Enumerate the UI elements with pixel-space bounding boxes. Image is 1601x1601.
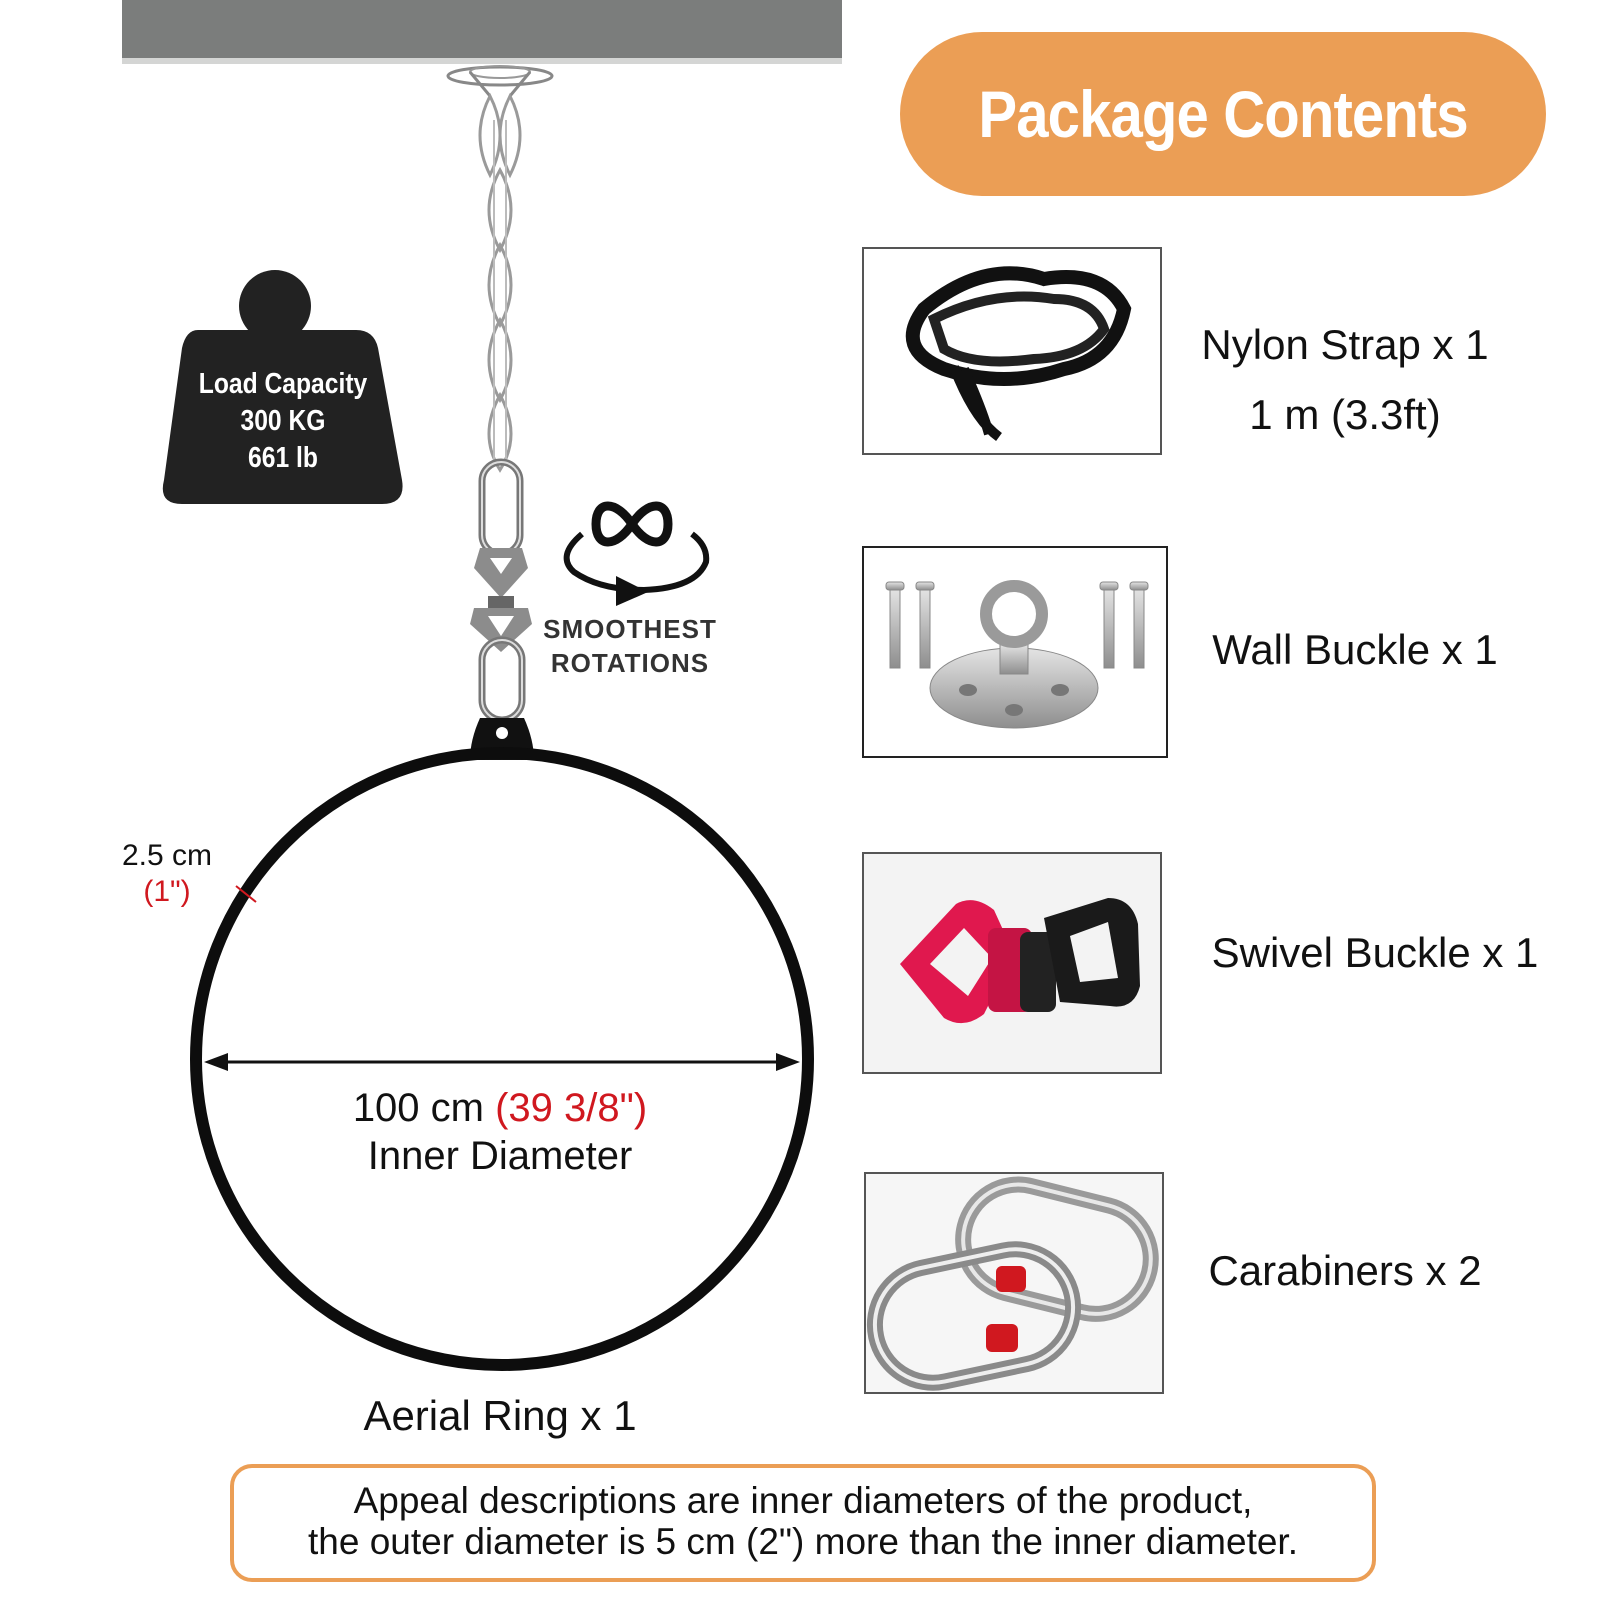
nylon-strap-length: 1 m (3.3ft) — [1249, 391, 1441, 438]
diameter-note: Appeal descriptions are inner diameters … — [230, 1464, 1376, 1582]
header-banner: Package Contents — [900, 32, 1546, 196]
load-capacity-text: Load Capacity 300 KG 661 lb — [180, 366, 386, 477]
carabiners-label: Carabiners x 2 — [1208, 1247, 1482, 1294]
diameter-arrow — [204, 1053, 800, 1071]
strap-chain-icon — [478, 92, 522, 473]
load-capacity-lb: 661 lb — [248, 442, 318, 474]
diameter-metric: 100 cm — [352, 1086, 484, 1130]
ceiling-beam — [122, 0, 842, 60]
note-line1: Appeal descriptions are inner diameters … — [353, 1480, 1253, 1521]
load-capacity-kg: 300 KG — [240, 405, 326, 437]
wall-buckle-image — [862, 546, 1168, 758]
ring-diameter-label: 100 cm (39 3/8") Inner Diameter — [300, 1084, 700, 1180]
swivel-icon — [470, 548, 532, 652]
wall-buckle-icon — [885, 580, 1149, 729]
ceiling-hook-icon — [446, 65, 554, 97]
load-capacity-label: Load Capacity — [198, 368, 368, 400]
thickness-metric: 2.5 cm — [122, 839, 213, 872]
ceiling-shadow — [122, 58, 842, 64]
rotation-text: SMOOTHEST ROTATIONS — [520, 612, 740, 680]
thickness-imperial: (1") — [143, 875, 191, 908]
carabiners-image — [864, 1172, 1164, 1394]
thickness-marker — [235, 885, 257, 903]
diameter-imperial: (39 3/8") — [495, 1086, 648, 1130]
weight-icon — [162, 270, 403, 504]
upper-carabiner-icon — [478, 458, 524, 558]
diameter-caption: Inner Diameter — [367, 1134, 633, 1178]
lower-carabiner-icon — [478, 636, 526, 724]
ring-thickness-label: 2.5 cm (1") — [122, 838, 212, 910]
infinity-rotation-icon — [563, 501, 710, 606]
aerial-ring — [190, 747, 814, 1371]
swivel-buckle-label: Swivel Buckle x 1 — [1211, 929, 1539, 976]
rotation-line1: SMOOTHEST — [543, 614, 717, 644]
aerial-ring-diagram — [190, 65, 814, 1371]
aerial-ring-label: Aerial Ring x 1 — [363, 1392, 637, 1439]
note-line2: the outer diameter is 5 cm (2") more tha… — [308, 1521, 1298, 1562]
nylon-strap-name: Nylon Strap x 1 — [1201, 321, 1489, 368]
swivel-buckle-image — [862, 852, 1162, 1074]
nylon-strap-label: Nylon Strap x 1 1 m (3.3ft) — [1180, 310, 1510, 450]
wall-buckle-label: Wall Buckle x 1 — [1212, 626, 1498, 673]
nylon-strap-icon — [905, 266, 1132, 442]
header-title: Package Contents — [978, 77, 1468, 151]
carabiners-icon — [866, 1174, 1162, 1392]
swivel-buckle-icon — [864, 854, 1160, 1072]
rotation-line2: ROTATIONS — [550, 648, 710, 678]
nylon-strap-image — [862, 247, 1162, 455]
